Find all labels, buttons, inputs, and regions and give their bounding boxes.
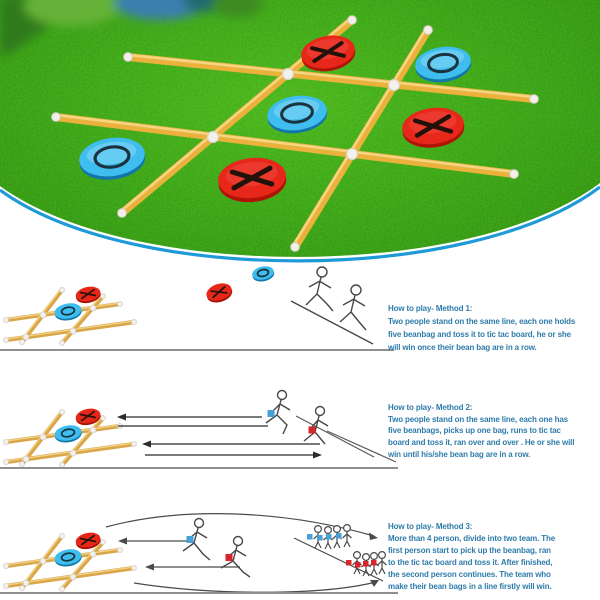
mini-board-icon — [3, 531, 136, 592]
arrowheads — [117, 413, 322, 459]
runner-with-red-bag — [220, 535, 251, 578]
blue-beanbag — [267, 410, 275, 417]
mini-board-icon — [3, 407, 136, 468]
method-2-illustration — [0, 389, 397, 470]
flying-o-disc — [252, 266, 275, 282]
method-3-heading: How to play- Method 3: — [388, 522, 473, 531]
method-1-text-line: Two people stand on the same line, each … — [388, 317, 576, 326]
pole-caps — [51, 15, 539, 252]
tic-tac-toe-lawn-photo — [0, 0, 600, 263]
red-team-icon — [346, 550, 388, 577]
blue-beanbag — [186, 536, 194, 543]
method-3-text-line: More than 4 person, divide into two team… — [388, 533, 556, 543]
method-1-heading: How to play- Method 1: — [388, 304, 473, 313]
o-disc — [267, 95, 328, 134]
method-2-text-line: Two people stand on the same line, each … — [388, 414, 568, 424]
o-disc — [79, 137, 146, 180]
method-2-instructions: How to play- Method 2: Two people stand … — [388, 402, 600, 461]
method-3-text-line: the second person continues. The team wh… — [388, 569, 551, 579]
blue-arc-border — [0, 185, 600, 263]
stick-figure — [305, 266, 334, 312]
blue-team-icon — [307, 523, 353, 550]
red-beanbag — [225, 554, 233, 561]
runner-with-red-bag — [303, 405, 329, 445]
method-1-instructions: How to play- Method 1: Two people stand … — [388, 302, 600, 354]
method-2-text-line: win until his/she bean bag are in a row. — [388, 449, 531, 459]
stick-figure — [339, 284, 367, 331]
start-line — [295, 415, 397, 463]
method-3-instructions: How to play- Method 3: More than 4 perso… — [388, 521, 600, 592]
method-2-text-line: five beanbags, picks up one bag, runs to… — [388, 426, 561, 436]
method-1-illustration — [0, 266, 374, 352]
method-2-heading: How to play- Method 2: — [388, 403, 473, 412]
method-3-illustration — [0, 513, 388, 600]
flying-x-disc — [206, 283, 233, 303]
section-divider — [0, 467, 398, 469]
board-joints — [206, 67, 401, 161]
run-arrows — [118, 416, 320, 456]
method-3-text-line: make their bean bags in a line firstly w… — [388, 581, 552, 591]
blurred-campsite-background — [0, 0, 263, 56]
x-disc — [402, 107, 465, 148]
relay-paths — [105, 513, 384, 593]
section-divider — [0, 349, 394, 351]
runner-with-blue-bag — [265, 389, 291, 435]
x-disc — [218, 157, 287, 203]
throwing-line — [290, 300, 374, 345]
mini-board-icon — [3, 285, 136, 346]
curved-arrow-top — [105, 513, 375, 537]
method-1-text-line: five beanbag and toss it to tic tac boar… — [388, 330, 571, 339]
method-2-text-line: board and toss it, ran over and over . H… — [388, 438, 575, 448]
method-1-text-line: will win once their bean bag are in a ro… — [388, 343, 537, 352]
o-disc — [415, 46, 472, 83]
red-beanbag — [308, 426, 316, 434]
runner-with-blue-bag — [182, 517, 211, 561]
curved-arrow-bottom — [133, 581, 377, 593]
x-disc — [301, 35, 356, 72]
method-3-text-line: to the tic tac board and toss it. After … — [388, 557, 553, 567]
method-3-text-line: first person start to pick up the beanba… — [388, 545, 551, 555]
section-divider — [0, 592, 398, 594]
arrowheads — [118, 532, 379, 587]
two-players-tossing-icon — [290, 266, 374, 345]
